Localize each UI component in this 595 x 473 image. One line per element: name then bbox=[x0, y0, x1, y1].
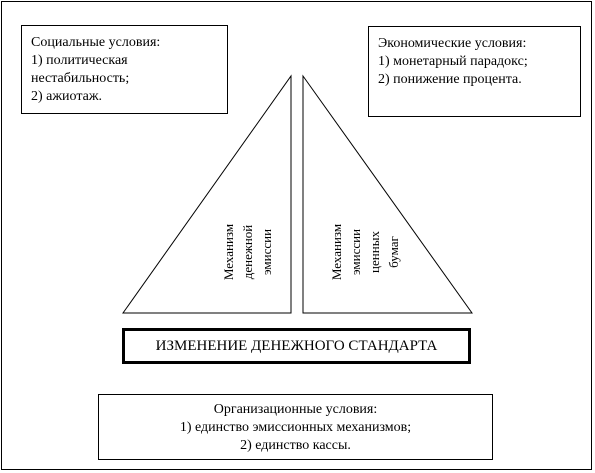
social-conditions-box: Социальные условия: 1) политическая нест… bbox=[21, 25, 228, 114]
social-conditions-item: 2) ажиотаж. bbox=[31, 89, 103, 104]
social-conditions-item: нестабильность; bbox=[31, 71, 130, 86]
right-triangle-label: Механизм эмиссии ценных бумаг bbox=[329, 224, 401, 280]
economic-conditions-title: Экономические условия: bbox=[378, 36, 527, 51]
right-triangle-label-line: эмиссии bbox=[348, 229, 363, 275]
left-triangle-label-line: эмиссии bbox=[259, 229, 274, 275]
currency-standard-change-banner: ИЗМЕНЕНИЕ ДЕНЕЖНОГО СТАНДАРТА bbox=[122, 328, 471, 364]
left-triangle-label: Механизм денежной эмиссии bbox=[221, 224, 274, 280]
left-triangle-label-line: Механизм bbox=[221, 224, 236, 280]
left-triangle-label-line: денежной bbox=[240, 225, 255, 280]
right-triangle-label-line: Механизм bbox=[329, 224, 344, 280]
organizational-conditions-item: 2) единство кассы. bbox=[240, 438, 351, 453]
organizational-conditions-box: Организационные условия: 1) единство эми… bbox=[98, 394, 493, 460]
banner-title: ИЗМЕНЕНИЕ ДЕНЕЖНОГО СТАНДАРТА bbox=[155, 337, 438, 354]
social-conditions-item: 1) политическая bbox=[31, 53, 128, 68]
economic-conditions-box: Экономические условия: 1) монетарный пар… bbox=[368, 26, 581, 117]
right-triangle bbox=[302, 74, 473, 314]
right-triangle-label-line: бумаг bbox=[386, 236, 401, 268]
left-triangle bbox=[122, 74, 292, 314]
organizational-conditions-item: 1) единство эмиссионных механизмов; bbox=[179, 420, 412, 435]
right-triangle-label-line: ценных bbox=[367, 231, 382, 273]
social-conditions-title: Социальные условия: bbox=[31, 35, 161, 50]
organizational-conditions-title: Организационные условия: bbox=[213, 402, 378, 417]
economic-conditions-item: 2) понижение процента. bbox=[378, 72, 522, 87]
economic-conditions-item: 1) монетарный парадокс; bbox=[378, 54, 528, 69]
